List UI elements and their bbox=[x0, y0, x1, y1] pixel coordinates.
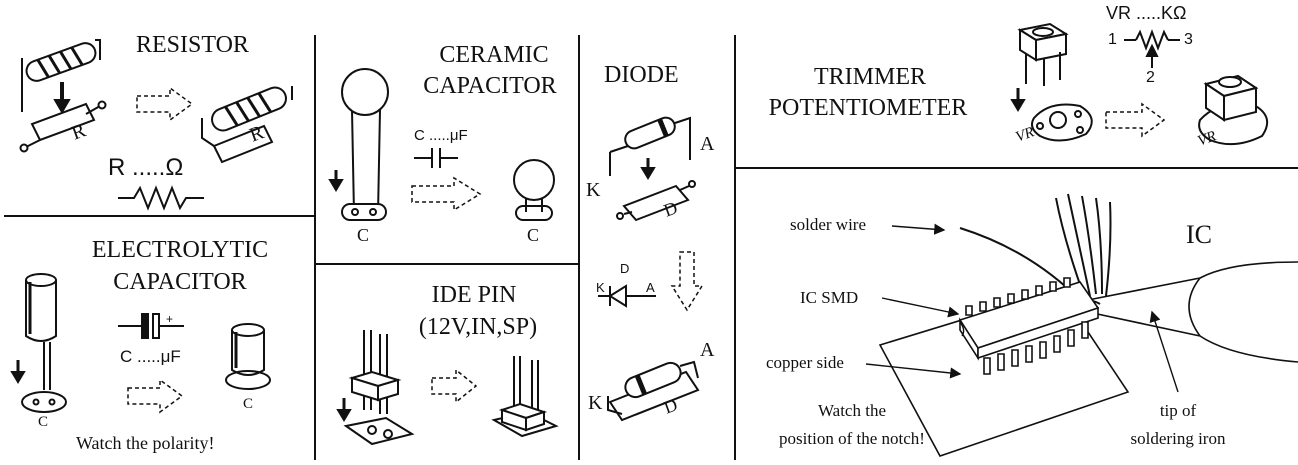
diode-anode-label-top: A bbox=[700, 133, 715, 155]
trimmer-value-label: VR .....KΩ bbox=[1106, 3, 1187, 23]
dashed-arrow-electrolytic bbox=[128, 380, 182, 412]
ic-pins-bottom bbox=[984, 322, 1088, 374]
trimmer-component bbox=[1020, 24, 1066, 86]
ceramic-value-label: C .....μF bbox=[414, 127, 468, 144]
dashed-arrow-ceramic bbox=[412, 178, 480, 210]
ceramic-pad-label: C bbox=[357, 225, 370, 245]
iron-tip-label-line1: tip of bbox=[1159, 401, 1197, 420]
resistor-schematic-symbol bbox=[118, 188, 204, 208]
electrolytic-component bbox=[26, 274, 56, 390]
ceramic-board-footprint bbox=[342, 204, 386, 220]
diode-mounted bbox=[608, 360, 698, 420]
diode-cathode-label-top: K bbox=[586, 179, 601, 201]
ceramic-mounted bbox=[514, 160, 554, 220]
ic-pins-top bbox=[966, 278, 1070, 315]
ceramic-illustration bbox=[330, 69, 554, 220]
dashed-arrow-resistor bbox=[137, 88, 192, 120]
divider-col-2 bbox=[578, 35, 580, 460]
divider-col-1 bbox=[314, 35, 316, 460]
electrolytic-plus-sign: + bbox=[166, 312, 174, 326]
ceramic-title-line2: CAPACITOR bbox=[423, 73, 557, 99]
diode-symbol-k: K bbox=[596, 280, 605, 295]
divider-col-3 bbox=[734, 35, 736, 460]
insert-arrow-trimmer bbox=[1012, 88, 1024, 110]
copper-side-label: copper side bbox=[766, 353, 844, 372]
insert-arrow-resistor bbox=[55, 82, 69, 112]
ide-pin-mounted bbox=[494, 356, 556, 436]
trimmer-title-line1: TRIMMER bbox=[813, 64, 927, 90]
dashed-arrow-diode bbox=[672, 252, 702, 310]
insert-arrow-diode bbox=[642, 158, 654, 178]
electrolytic-pad-label: C bbox=[38, 414, 49, 430]
trimmer-illustration bbox=[1012, 24, 1267, 144]
insert-arrow-ide bbox=[338, 398, 350, 420]
solder-wire-label: solder wire bbox=[790, 215, 867, 234]
electrolytic-title-line2: CAPACITOR bbox=[113, 269, 247, 295]
electrolytic-illustration bbox=[12, 274, 270, 412]
notch-note-line2: position of the notch! bbox=[779, 429, 925, 448]
diode-title: DIODE bbox=[604, 62, 679, 88]
ide-pin-component bbox=[352, 330, 398, 414]
electrolytic-board-label: C bbox=[243, 396, 254, 412]
resistor-board-footprint bbox=[21, 102, 106, 152]
ceramic-schematic-symbol bbox=[414, 148, 458, 168]
resistor-component-left bbox=[22, 40, 100, 112]
ic-illustration bbox=[866, 194, 1298, 456]
ceramic-component bbox=[342, 69, 388, 214]
trimmer-pin2: 2 bbox=[1146, 69, 1155, 86]
resistor-value-label: R .....Ω bbox=[108, 154, 184, 181]
dashed-arrow-trimmer bbox=[1106, 104, 1164, 136]
divider-row-mid bbox=[316, 263, 578, 265]
resistor-mounted bbox=[202, 84, 292, 162]
callout-arrows bbox=[866, 223, 1178, 392]
ide-pin-title-line1: IDE PIN bbox=[431, 282, 517, 308]
diode-illustration bbox=[598, 115, 702, 420]
notch-note-line1: Watch the bbox=[817, 401, 887, 420]
trimmer-mounted bbox=[1199, 76, 1267, 144]
trimmer-pin1: 1 bbox=[1108, 31, 1117, 48]
insert-arrow-ceramic bbox=[330, 170, 342, 190]
diode-symbol-a: A bbox=[646, 280, 655, 295]
diode-anode-label-bottom: A bbox=[700, 339, 715, 361]
ic-smd-label: IC SMD bbox=[800, 288, 859, 307]
ide-pin-illustration bbox=[338, 330, 556, 444]
trimmer-board-footprint bbox=[1032, 105, 1092, 141]
iron-tip-label-line2: soldering iron bbox=[1130, 429, 1226, 448]
diode-board-footprint-top bbox=[617, 181, 695, 220]
resistor-illustration bbox=[21, 40, 293, 208]
soldering-iron bbox=[1088, 262, 1298, 362]
ide-pin-title-line2: (12V,IN,SP) bbox=[418, 314, 538, 340]
ic-title: IC bbox=[1186, 220, 1212, 249]
trimmer-schematic-symbol bbox=[1124, 32, 1180, 68]
electrolytic-schematic-symbol bbox=[118, 314, 184, 338]
divider-row-left bbox=[4, 215, 314, 217]
trimmer-title-line2: POTENTIOMETER bbox=[768, 95, 968, 121]
dashed-arrow-ide bbox=[432, 370, 476, 402]
polarity-note: Watch the polarity! bbox=[76, 433, 215, 453]
electrolytic-board-footprint bbox=[22, 392, 66, 412]
resistor-title: RESISTOR bbox=[136, 32, 249, 58]
ide-board-footprint bbox=[346, 418, 412, 444]
ic-chip bbox=[960, 278, 1098, 374]
diode-schematic-symbol bbox=[598, 286, 656, 306]
diode-symbol-d: D bbox=[620, 261, 630, 276]
electrolytic-mounted bbox=[226, 324, 270, 389]
ceramic-title-line1: CERAMIC bbox=[439, 42, 549, 68]
insert-arrow-electrolytic bbox=[12, 360, 24, 382]
diode-component-top bbox=[610, 115, 690, 176]
divider-row-right bbox=[736, 167, 1298, 169]
diode-cathode-label-bottom: K bbox=[588, 392, 603, 414]
electrolytic-title-line1: ELECTROLYTIC bbox=[91, 237, 269, 263]
trimmer-pin3: 3 bbox=[1184, 31, 1193, 48]
electrolytic-value-label: C .....μF bbox=[120, 347, 181, 366]
ceramic-board-label: C bbox=[527, 225, 540, 245]
